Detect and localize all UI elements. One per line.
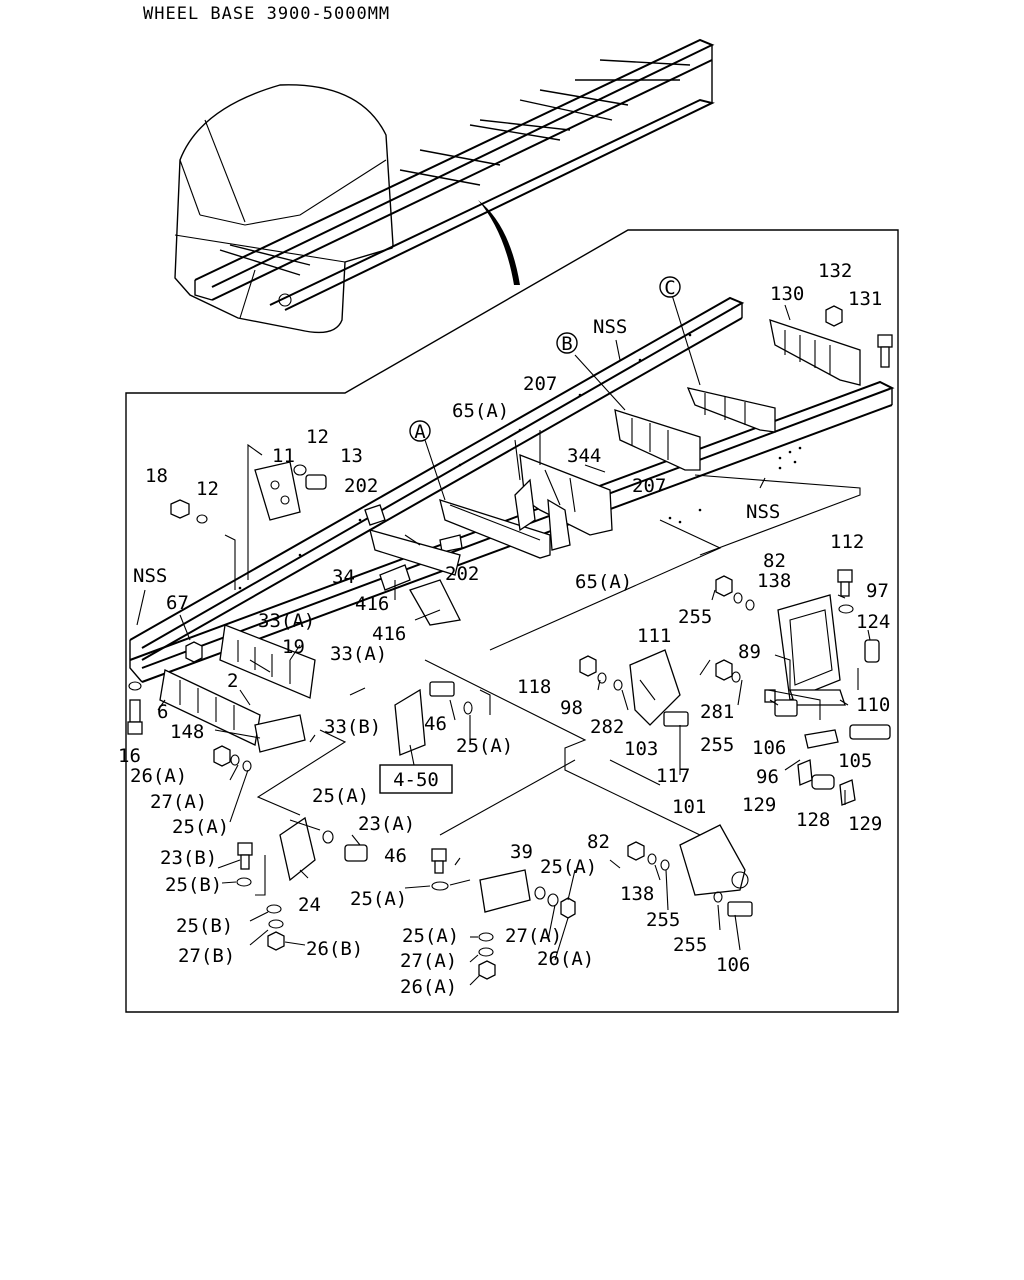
label-23a: 23(A) [358,813,415,835]
label-23b: 23(B) [160,847,217,869]
label-138: 138 [620,883,654,905]
label-65a: 65(A) [575,571,632,593]
label-46: 46 [384,845,407,867]
label-124: 124 [856,611,890,633]
leader-lines [136,294,871,986]
label-106: 106 [716,954,750,976]
fasteners [127,305,893,980]
label-131: 131 [848,288,882,310]
label-97: 97 [866,580,889,602]
label-33a: 33(A) [258,610,315,632]
svg-text:4-50: 4-50 [393,769,439,791]
circled-reference-a: A [409,420,431,443]
label-344: 344 [567,445,601,467]
label-82: 82 [587,831,610,853]
cross-members [159,319,861,913]
circled-reference-b: B [556,332,578,355]
label-255: 255 [646,909,680,931]
label-12: 12 [196,478,219,500]
label-89: 89 [738,641,761,663]
truck-overview-illustration [174,38,715,334]
label-24: 24 [298,894,321,916]
label-19: 19 [282,636,305,658]
label-129: 129 [848,813,882,835]
label-103: 103 [624,738,658,760]
label-25a: 25(A) [456,735,513,757]
label-27a: 27(A) [400,950,457,972]
label-12: 12 [306,426,329,448]
label-282: 282 [590,716,624,738]
label-46: 46 [424,713,447,735]
label-nss: NSS [746,501,780,523]
label-26a: 26(A) [537,948,594,970]
label-67: 67 [166,592,189,614]
label-27a: 27(A) [150,791,207,813]
label-25a: 25(A) [350,888,407,910]
frame-rails [129,296,895,683]
label-27b: 27(B) [178,945,235,967]
label-112: 112 [830,531,864,553]
label-118: 118 [517,676,551,698]
label-nss: NSS [133,565,167,587]
label-25a: 25(A) [312,785,369,807]
svg-text:C: C [664,277,675,299]
label-96: 96 [756,766,779,788]
label-25b: 25(B) [165,874,222,896]
label-6: 6 [157,701,168,723]
label-33a: 33(A) [330,643,387,665]
label-65a: 65(A) [452,400,509,422]
label-129: 129 [742,794,776,816]
diagram-title: WHEEL BASE 3900-5000MM [143,4,391,24]
label-202: 202 [344,475,378,497]
label-25a: 25(A) [540,856,597,878]
label-34: 34 [332,566,355,588]
part-number-labels: 132 130 131 NSS 207 65(A) 344 207 11 12 … [118,260,890,998]
label-202: 202 [445,563,479,585]
label-281: 281 [700,701,734,723]
label-117: 117 [656,765,690,787]
label-26b: 26(B) [306,938,363,960]
label-255: 255 [700,734,734,756]
label-2: 2 [227,670,238,692]
label-416: 416 [355,593,389,615]
label-26a: 26(A) [400,976,457,998]
label-148: 148 [170,721,204,743]
svg-text:A: A [414,421,426,443]
label-18: 18 [145,465,168,487]
label-138: 138 [757,570,791,592]
circled-reference-c: C [659,276,681,299]
label-33b: 33(B) [324,716,381,738]
label-128: 128 [796,809,830,831]
label-13: 13 [340,445,363,467]
label-25a: 25(A) [172,816,229,838]
label-130: 130 [770,283,804,305]
label-111: 111 [637,625,671,647]
label-255: 255 [678,606,712,628]
label-132: 132 [818,260,852,282]
label-105: 105 [838,750,872,772]
label-416: 416 [372,623,406,645]
label-25b: 25(B) [176,915,233,937]
label-98: 98 [560,697,583,719]
svg-text:B: B [561,333,572,355]
label-106: 106 [752,737,786,759]
label-27a: 27(A) [505,925,562,947]
label-26a: 26(A) [130,765,187,787]
detail-view-border [125,229,899,1013]
label-nss: NSS [593,316,627,338]
label-39: 39 [510,841,533,863]
label-25a: 25(A) [402,925,459,947]
label-101: 101 [672,796,706,818]
label-82: 82 [763,550,786,572]
reference-box-4-50: 4-50 [379,764,453,794]
label-207: 207 [523,373,557,395]
label-110: 110 [856,694,890,716]
label-207: 207 [632,475,666,497]
label-255: 255 [673,934,707,956]
label-11: 11 [272,445,295,467]
label-16: 16 [118,745,141,767]
